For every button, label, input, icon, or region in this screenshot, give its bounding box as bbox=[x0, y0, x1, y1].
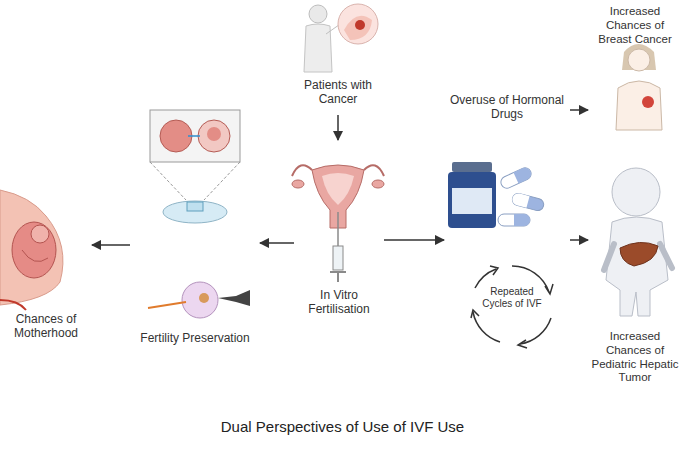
woman-figure bbox=[616, 44, 662, 130]
node-label: Chances of Motherhood bbox=[0, 312, 92, 341]
ivf-node: In Vitro Fertilisation bbox=[294, 140, 384, 325]
diagram-title: Dual Perspectives of Use of IVF Use bbox=[0, 418, 685, 435]
flow-arrow bbox=[260, 242, 294, 244]
cycle-arrows bbox=[471, 266, 553, 348]
flow-arrow bbox=[570, 109, 588, 111]
patient-figure bbox=[304, 4, 378, 72]
motherhood-node: Chances of Motherhood bbox=[0, 190, 92, 350]
node-label: Repeated Cycles of IVF bbox=[482, 286, 542, 310]
node-label: Increased Chances of Pediatric Hepatic T… bbox=[588, 330, 682, 385]
pregnant-figure bbox=[0, 190, 63, 310]
hepatic-tumor-node: Increased Chances of Pediatric Hepatic T… bbox=[588, 160, 682, 400]
node-label: Increased Chances of Breast Cancer bbox=[588, 5, 682, 46]
flow-arrow bbox=[337, 115, 339, 140]
uterus-figure bbox=[292, 165, 384, 282]
embryo-dish-figure bbox=[148, 110, 250, 318]
flow-arrow bbox=[92, 244, 130, 246]
hormone-drugs-figure bbox=[448, 162, 545, 228]
cycle-node: Repeated Cycles of IVF bbox=[482, 284, 542, 326]
flow-arrow bbox=[384, 239, 444, 241]
fertility-node: Fertility Preservation bbox=[130, 105, 260, 355]
breast-cancer-node: Increased Chances of Breast Cancer bbox=[588, 5, 682, 140]
flow-arrow bbox=[570, 239, 588, 241]
drugs-node: Overuse of Hormonal Drugs bbox=[444, 85, 570, 255]
baby-figure bbox=[604, 168, 672, 316]
node-label: Fertility Preservation bbox=[130, 331, 260, 345]
node-label: Overuse of Hormonal Drugs bbox=[444, 93, 570, 122]
node-label: Patients with Cancer bbox=[286, 78, 390, 107]
node-label: In Vitro Fertilisation bbox=[294, 288, 384, 317]
patient-node: Patients with Cancer bbox=[286, 0, 390, 115]
